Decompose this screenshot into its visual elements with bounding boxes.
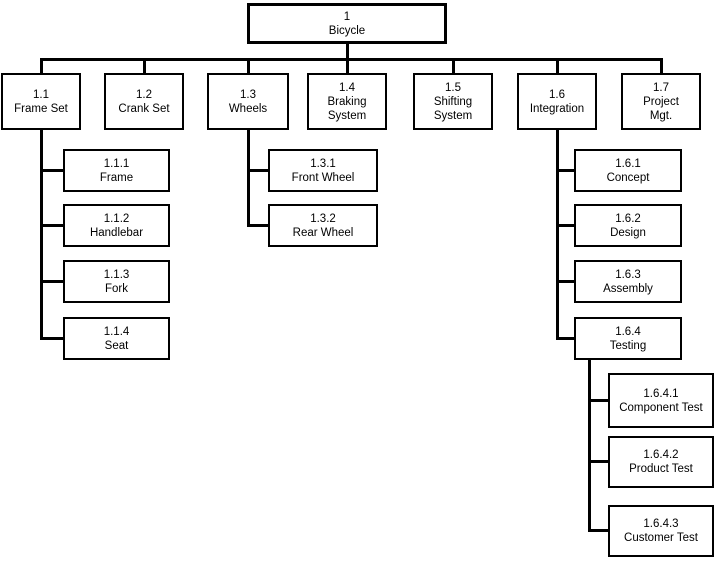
wbs-node-1-6: 1.6 Integration (517, 73, 597, 130)
node-code: 1.6.2 (615, 212, 641, 225)
node-name: Frame (99, 171, 134, 184)
connector-stub-1-6-4-1 (588, 399, 608, 402)
node-name: Seat (104, 339, 129, 352)
node-name: Front Wheel (291, 171, 355, 184)
node-name: Customer Test (624, 532, 698, 544)
wbs-node-1-6-4: 1.6.4 Testing (574, 317, 682, 360)
node-name: Frame Set (14, 102, 68, 115)
connector-stub-1-1-2 (40, 224, 63, 227)
node-code: 1.3.1 (310, 157, 336, 170)
node-name: Concept (606, 171, 650, 184)
wbs-node-1-1: 1.1 Frame Set (1, 73, 81, 130)
connector-trunk-1-1 (40, 130, 43, 340)
connector-drop-1-1 (40, 58, 43, 73)
node-name: Assembly (603, 282, 653, 295)
node-code: 1.6.3 (615, 268, 641, 281)
connector-stub-1-1-4 (40, 337, 63, 340)
connector-trunk-1-6 (556, 130, 559, 340)
connector-drop-1-4 (346, 58, 349, 73)
node-name: Testing (609, 339, 647, 352)
connector-stub-1-6-4-2 (588, 460, 608, 463)
node-code: 1.1.1 (103, 157, 130, 170)
node-code: 1.3 (240, 88, 256, 101)
connector-stub-1-6-3 (556, 280, 574, 283)
wbs-node-1-1-1: 1.1.1 Frame (63, 149, 170, 192)
node-name: Wheels (228, 102, 268, 115)
connector-drop-1-6 (556, 58, 559, 73)
wbs-node-1-3-2: 1.3.2 Rear Wheel (268, 204, 378, 247)
node-code: 1.5 (445, 81, 461, 94)
node-name: Integration (529, 102, 585, 115)
node-code: 1.1.3 (103, 268, 130, 281)
wbs-node-1-6-4-3: 1.6.4.3 Customer Test (608, 505, 714, 557)
node-code: 1.3.2 (310, 212, 336, 225)
wbs-node-1-6-3: 1.6.3 Assembly (574, 260, 682, 303)
wbs-node-1-3-1: 1.3.1 Front Wheel (268, 149, 378, 192)
node-code: 1.2 (136, 88, 152, 101)
wbs-node-1-6-2: 1.6.2 Design (574, 204, 682, 247)
node-name: Handlebar (89, 226, 144, 239)
node-code: 1 (343, 10, 351, 23)
connector-trunk-1-6-4 (588, 360, 591, 532)
node-name: Component Test (619, 401, 703, 414)
wbs-node-1-3: 1.3 Wheels (207, 73, 289, 130)
node-name: Product Test (629, 463, 693, 475)
node-name: Fork (105, 282, 128, 295)
node-code: 1.1 (33, 88, 49, 101)
wbs-node-1-6-4-1: 1.6.4.1 Component Test (608, 373, 714, 428)
node-code: 1.6.4 (615, 325, 641, 338)
node-code: 1.1.4 (103, 325, 130, 338)
wbs-node-1-6-4-2: 1.6.4.2 Product Test (608, 436, 714, 488)
node-name: Bicycle (328, 24, 366, 37)
wbs-node-1: 1 Bicycle (247, 3, 447, 44)
connector-stub-1-6-1 (556, 169, 574, 172)
node-code: 1.6.4.2 (643, 449, 679, 461)
connector-stub-1-6-2 (556, 224, 574, 227)
connector-root-drop (346, 43, 349, 61)
wbs-node-1-1-4: 1.1.4 Seat (63, 317, 170, 360)
node-name: Shifting System (433, 95, 473, 122)
node-code: 1.7 (653, 81, 669, 94)
node-code: 1.6.1 (615, 157, 641, 170)
node-code: 1.6.4.3 (643, 518, 679, 530)
node-name: Project Mgt. (643, 95, 679, 122)
connector-drop-1-2 (143, 58, 146, 73)
wbs-node-1-1-3: 1.1.3 Fork (63, 260, 170, 303)
connector-stub-1-3-1 (247, 169, 268, 172)
connector-drop-1-7 (660, 58, 663, 73)
node-name: Braking System (327, 95, 367, 122)
node-name: Design (610, 226, 646, 239)
connector-stub-1-6-4 (556, 337, 574, 340)
node-code: 1.4 (339, 81, 355, 94)
connector-stub-1-3-2 (247, 224, 268, 227)
wbs-node-1-2: 1.2 Crank Set (104, 73, 184, 130)
connector-stub-1-6-4-3 (588, 529, 608, 532)
node-name: Crank Set (118, 102, 170, 115)
node-name: Rear Wheel (292, 226, 354, 239)
wbs-node-1-5: 1.5 Shifting System (413, 73, 493, 130)
wbs-node-1-6-1: 1.6.1 Concept (574, 149, 682, 192)
wbs-node-1-1-2: 1.1.2 Handlebar (63, 204, 170, 247)
wbs-node-1-7: 1.7 Project Mgt. (621, 73, 701, 130)
node-code: 1.6 (549, 88, 565, 101)
wbs-node-1-4: 1.4 Braking System (307, 73, 387, 130)
node-code: 1.1.2 (103, 212, 130, 225)
connector-level2-bus (40, 58, 663, 61)
node-code: 1.6.4.1 (643, 387, 679, 400)
connector-trunk-1-3 (247, 130, 250, 227)
connector-drop-1-3 (247, 58, 250, 73)
connector-stub-1-1-1 (40, 169, 63, 172)
connector-drop-1-5 (452, 58, 455, 73)
connector-stub-1-1-3 (40, 280, 63, 283)
